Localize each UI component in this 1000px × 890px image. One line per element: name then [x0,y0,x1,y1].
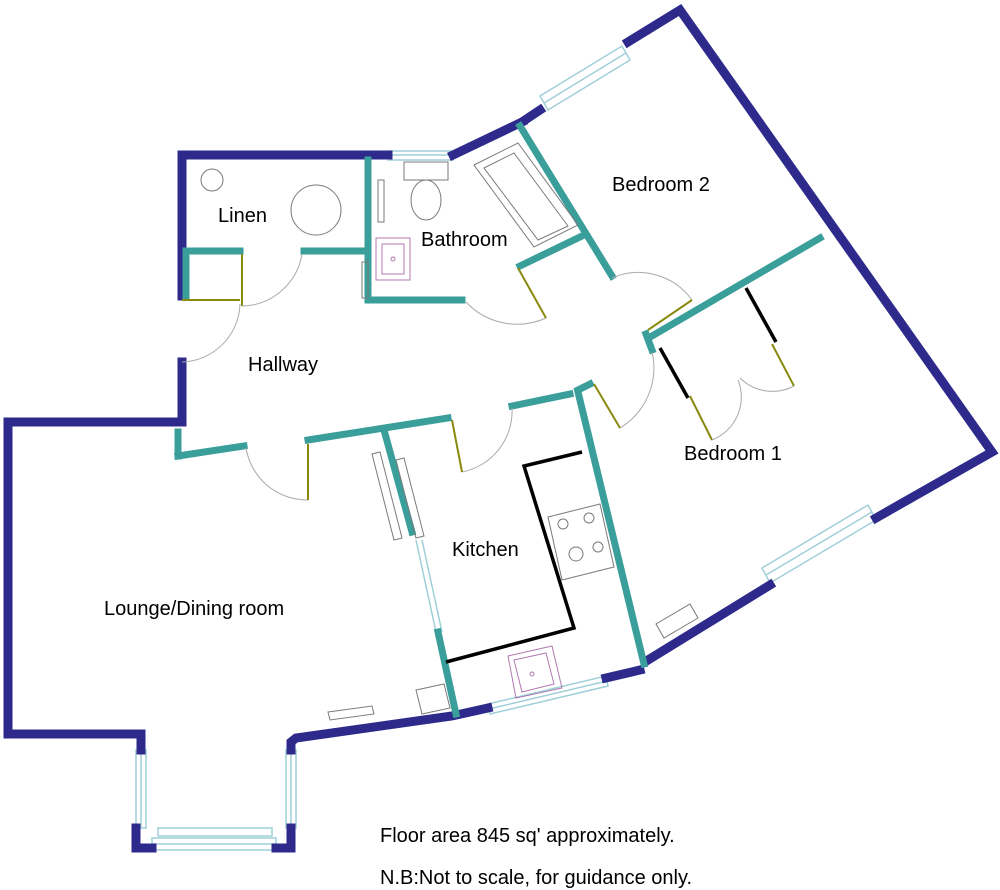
room-labels: Linen Bathroom Bedroom 2 Hallway Bedroom… [104,174,782,620]
bedroom2-window [538,44,632,112]
bay-window-front [151,827,277,851]
bath-icon [473,142,579,248]
wall-north-east [621,3,999,525]
room-label-lounge: Lounge/Dining room [104,598,284,620]
kitchen-door [451,407,513,473]
wardrobe-doors [689,343,795,441]
room-label-hallway: Hallway [248,354,318,376]
wall-kitchen-south [600,664,646,684]
room-label-bedroom2: Bedroom 2 [612,174,710,196]
bathroom-window [387,150,454,161]
kitchen-counter [445,450,583,664]
kitchen-glazed-partition [415,539,443,633]
kitchen-radiator-icon [415,683,451,715]
room-label-bathroom: Bathroom [421,229,508,251]
disclaimer-note: N.B:Not to scale, for guidance only. [380,867,692,889]
boiler-icon [200,168,224,192]
wardrobe-outline [658,287,778,399]
bay-window-left [135,749,147,829]
room-label-linen: Linen [218,205,267,227]
bedroom1-door [593,351,655,429]
bedroom1-radiator-icon [655,603,699,639]
wall-bath-top [446,115,529,162]
wall-linen-top [177,150,393,301]
room-label-bedroom1: Bedroom 1 [684,443,782,465]
kitchen-window [487,675,609,715]
bedroom2-door [611,272,693,331]
doors [181,253,795,501]
hob-icon [547,503,615,581]
radiator-icon [361,261,369,299]
floor-area-note: Floor area 845 sq' approximately. [380,825,675,847]
kitchen-screen-icon [371,451,425,541]
wall-bay-front [271,823,296,853]
windows [135,44,877,851]
internal-walls [174,121,825,719]
wall-bed2-left [515,103,547,129]
room-label-kitchen: Kitchen [452,539,519,561]
towel-rail-icon [377,179,385,223]
wall-lounge-west [3,357,187,755]
bay-window-right [285,749,297,829]
wall-bed1-south [641,578,777,667]
bathroom-basin-icon [375,237,411,281]
wall-bay-front-left [131,823,157,853]
bathroom-door [465,267,547,325]
hot-water-cylinder-icon [290,184,342,236]
plan-notes: Floor area 845 sq' approximately. N.B:No… [380,825,692,889]
toilet-icon [403,161,449,221]
lounge-radiator-icon [327,705,375,721]
fixtures [200,142,699,721]
lounge-door [245,444,309,501]
kitchen-sink-icon [507,645,563,699]
linen-door [241,253,303,307]
wall-lounge-south [286,702,494,755]
external-walls [3,3,999,853]
entrance-door [181,299,241,363]
bedroom1-window [761,503,877,585]
